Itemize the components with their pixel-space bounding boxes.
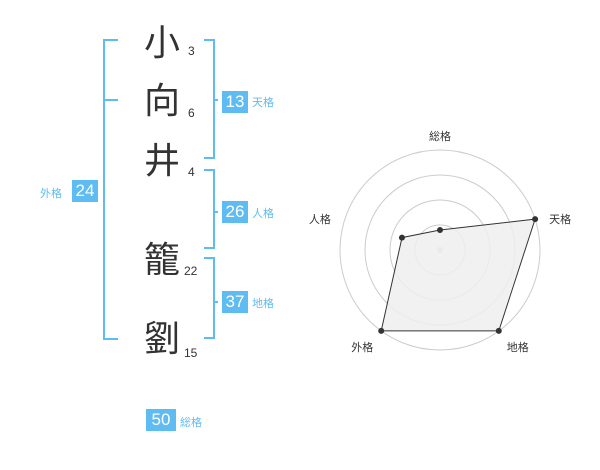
- gaikaku-label: 外格: [40, 187, 62, 200]
- soukaku-label: 総格: [180, 416, 202, 429]
- radar-axis-label: 天格: [549, 212, 571, 226]
- chikaku-bracket: [204, 257, 218, 339]
- name-char-3: 井: [143, 141, 180, 182]
- radar-area: [380, 218, 536, 332]
- jinkaku-bracket: [204, 169, 218, 249]
- gaikaku-bracket: [103, 39, 118, 340]
- soukaku-value: 50: [146, 409, 176, 431]
- stroke-count-4: 22: [184, 264, 198, 278]
- radar-axis-label: 地格: [507, 340, 529, 354]
- name-char-5: 劉: [143, 319, 180, 360]
- radar-point: [398, 234, 405, 241]
- tenkaku-bracket: [204, 39, 218, 159]
- jinkaku-label: 人格: [252, 207, 274, 220]
- radar-axis-label: 総格: [429, 129, 451, 143]
- stroke-count-1: 3: [188, 44, 195, 58]
- chikaku-value: 37: [222, 291, 248, 313]
- radar-point: [378, 327, 385, 334]
- radar-point: [437, 227, 443, 233]
- name-char-1: 小: [143, 23, 180, 64]
- chikaku-label: 地格: [252, 297, 274, 310]
- gaikaku-value: 24: [72, 180, 98, 202]
- radar-axis-label: 外格: [351, 340, 373, 354]
- tenkaku-value: 13: [222, 91, 248, 113]
- radar-point: [532, 216, 539, 223]
- name-char-4: 籠: [143, 240, 180, 281]
- radar-grid-ring: [339, 149, 541, 351]
- jinkaku-value: 26: [222, 201, 248, 223]
- tenkaku-label: 天格: [252, 96, 274, 109]
- stroke-count-2: 6: [188, 106, 195, 120]
- stroke-count-5: 15: [184, 346, 198, 360]
- name-char-2: 向: [143, 81, 180, 122]
- radar-point: [495, 327, 502, 334]
- radar-axis-label: 人格: [309, 212, 331, 226]
- stroke-count-3: 4: [188, 165, 195, 179]
